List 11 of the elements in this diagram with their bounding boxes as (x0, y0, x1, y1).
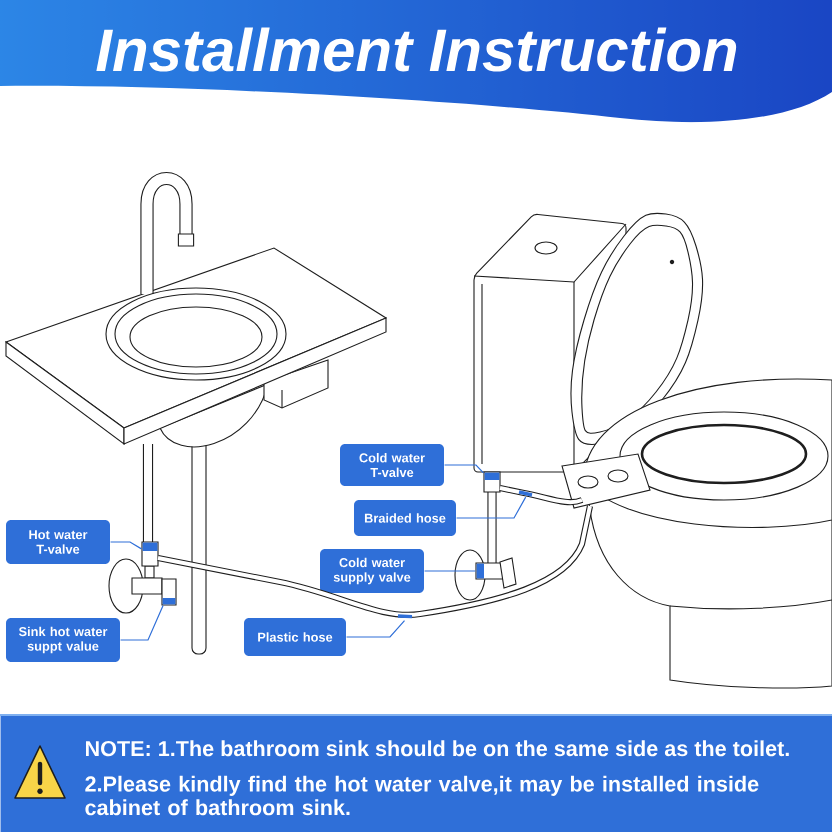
leader-line (119, 604, 164, 641)
leader-line (443, 464, 485, 474)
leader-line (109, 541, 143, 550)
leader-line (423, 570, 477, 572)
note-text: 2.Please kindly find the hot water valve,it may be installed inside cabinet of bathroom sink. (85, 775, 759, 816)
note-text: NOTE: 1.The bathroom sink should be on the same side as the toilet. (86, 740, 789, 757)
hose (499, 484, 583, 506)
t-valve (483, 471, 501, 493)
leader-line (455, 496, 527, 519)
leader-line (345, 619, 406, 638)
title: Installment Instruction (96, 27, 737, 72)
